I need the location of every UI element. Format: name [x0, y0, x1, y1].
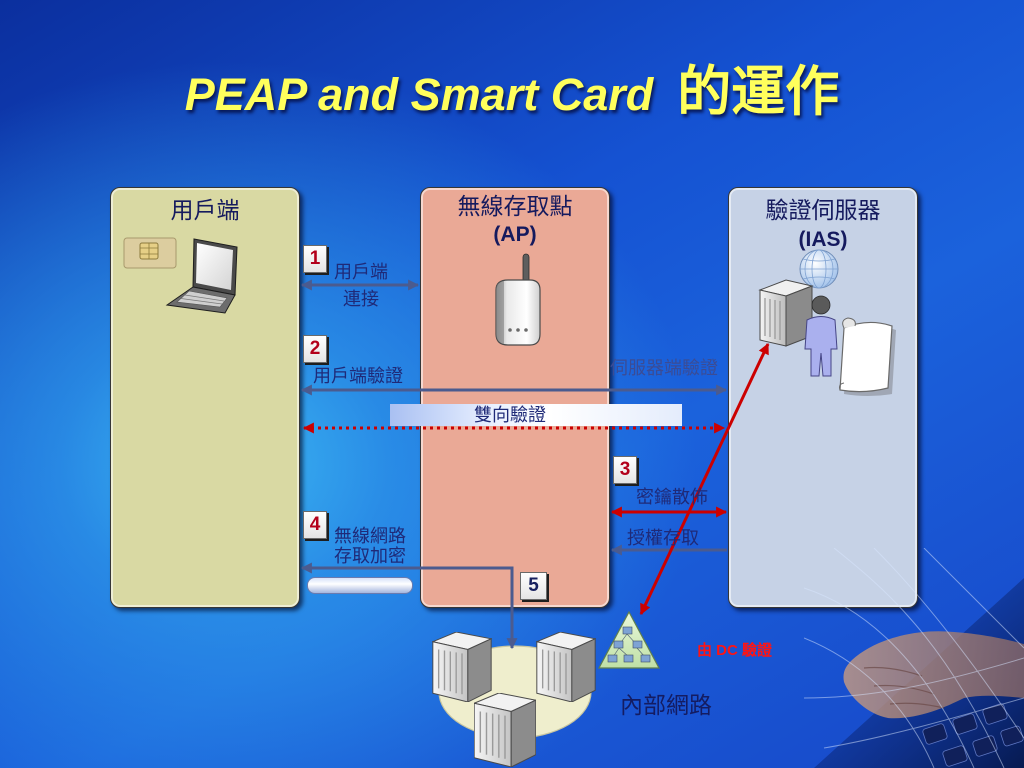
encrypted-channel-tube: [307, 577, 413, 594]
internal-network-label: 內部網路: [620, 692, 712, 718]
server-tower-icon: [536, 632, 596, 702]
document-scroll-icon: [839, 317, 896, 396]
key-distribution-label: 密鑰散佈: [636, 487, 708, 507]
step-2-badge: 2: [303, 335, 327, 363]
step-4-label: 無線網路 存取加密: [328, 526, 412, 566]
step-1-label-line: 用戶端: [334, 262, 388, 282]
wireless-access-point-icon: [495, 253, 541, 346]
mutual-auth-box: 雙向驗證: [390, 404, 682, 426]
step-4-label-line: 無線網路: [334, 526, 406, 546]
person-icon: [804, 295, 838, 377]
step-1-label: 用戶端 連接: [321, 259, 401, 313]
step-3-badge: 3: [613, 456, 637, 484]
server-tower-icon: [758, 279, 814, 347]
slide-title: PEAP and Smart Card 的運作: [0, 60, 1024, 124]
access-point-column: 無線存取點 (AP): [420, 187, 610, 608]
keyboard-hands-image: [804, 548, 1024, 768]
server-auth-label: 伺服器端驗證: [610, 358, 718, 378]
laptop-icon: [165, 238, 238, 314]
step-1-label-line: 連接: [343, 289, 379, 309]
access-point-column-subtitle: (AP): [493, 223, 537, 246]
mutual-auth-label: 雙向驗證: [474, 405, 546, 425]
server-tower-icon: [432, 632, 492, 702]
internal-network-diagram: [432, 610, 661, 767]
server-tower-icon: [474, 693, 536, 767]
access-point-column-title: 無線存取點: [457, 193, 573, 219]
slide-title-cjk: 的運作: [677, 62, 840, 122]
auth-server-column-title: 驗證伺服器: [765, 197, 881, 223]
step-1-badge: 1: [303, 245, 327, 273]
step-4-badge: 4: [303, 511, 327, 539]
step-5-badge: 5: [520, 572, 547, 600]
smart-card-icon: [123, 237, 177, 269]
network-triangle-icon: [597, 610, 661, 669]
step-4-label-line: 存取加密: [334, 546, 406, 566]
authorized-access-label: 授權存取: [627, 528, 699, 548]
client-auth-label: 用戶端驗證: [313, 366, 403, 386]
client-column-title: 用戶端: [170, 197, 240, 223]
auth-server-column-subtitle: (IAS): [798, 228, 848, 251]
dc-auth-label: 由 DC 驗證: [697, 642, 773, 659]
slide-title-latin: PEAP and Smart Card: [184, 69, 654, 120]
globe-icon: [799, 249, 839, 289]
auth-server-icon-group: [758, 249, 896, 396]
